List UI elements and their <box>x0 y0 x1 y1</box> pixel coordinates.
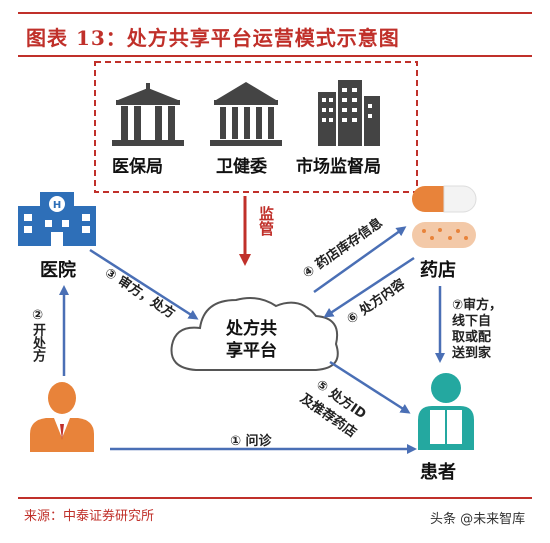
hospital-label: 医院 <box>40 260 76 281</box>
regulator-label-2: 卫健委 <box>216 157 267 177</box>
patient-label: 患者 <box>420 462 456 483</box>
flow-1-label: ① 问诊 <box>230 434 272 449</box>
platform-label-line2: 享平台 <box>226 341 277 361</box>
title-rule <box>18 55 532 57</box>
office-tower-icon <box>318 80 380 146</box>
source-note: 来源：中泰证券研究所 <box>24 509 155 524</box>
hospital-icon: H <box>18 192 96 246</box>
platform-cloud <box>170 297 339 371</box>
classical-building-icon <box>210 82 282 146</box>
top-rule <box>18 12 532 14</box>
svg-text:H: H <box>53 200 61 211</box>
flow-7-label-line2: 线下自 <box>452 314 492 329</box>
flow-5-arrow <box>329 360 411 414</box>
flow-6-arrow <box>323 256 415 318</box>
pharmacy-label: 药店 <box>420 260 456 281</box>
pill-capsule-icon <box>412 185 477 248</box>
flow-7-label-line4: 送到家 <box>452 346 492 361</box>
flow-7-label-line1: ⑦审方， <box>452 298 503 313</box>
figure-title: 图表 13：处方共享平台运营模式示意图 <box>26 26 400 50</box>
doctor-icon <box>30 382 94 452</box>
flow-4-arrow <box>313 226 407 294</box>
patient-icon <box>418 373 474 450</box>
platform-label-line1: 处方共 <box>226 319 277 339</box>
flow-3-arrow <box>89 248 199 320</box>
flow-7-label-line3: 取或配 <box>452 330 492 345</box>
watermark: 头条 @未来智库 <box>430 512 526 527</box>
regulator-box <box>94 61 418 193</box>
supervise-label: 监管 <box>257 206 275 236</box>
government-building-icon <box>112 83 184 146</box>
regulator-label-3: 市场监督局 <box>296 157 381 177</box>
regulator-label-1: 医保局 <box>112 157 163 177</box>
flow-2-label: ②开处方 <box>30 308 45 362</box>
bottom-rule <box>18 497 532 499</box>
